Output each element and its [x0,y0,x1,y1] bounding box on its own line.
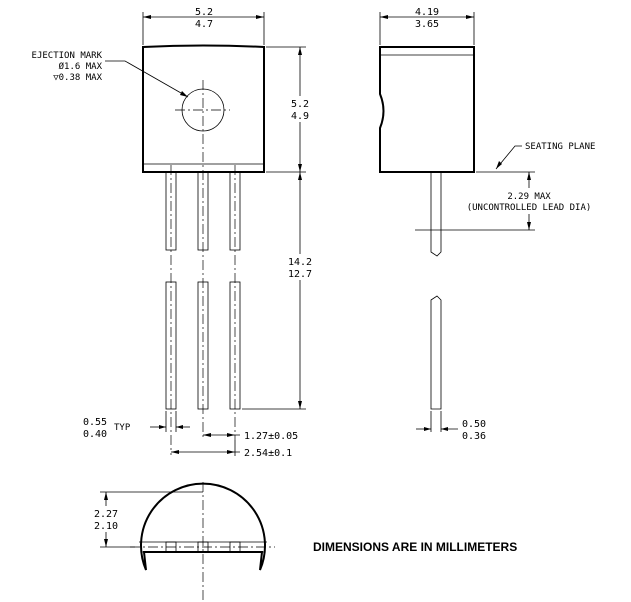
dim-arrow [104,492,108,500]
dim-arrow [298,172,302,180]
dimensions-note: DIMENSIONS ARE IN MILLIMETERS [313,540,517,554]
dim-bottom-height-min: 2.10 [94,521,118,532]
ejection-mark-depth: ▽0.38 MAX [53,73,102,83]
dim-pitch: 1.27±0.05 [244,431,298,442]
dim-arrow [256,15,264,19]
ejection-mark-title: EJECTION MARK [32,51,103,61]
dim-label-mask [284,96,316,122]
dim-arrow [298,401,302,409]
dim-uncontrolled-note: (UNCONTROLLED LEAD DIA) [467,203,592,213]
dim-lead-width-min: 0.40 [83,429,107,440]
dim-bottom-height-max: 2.27 [94,509,118,520]
dim-arrow [527,172,531,180]
dim-arrow [104,539,108,547]
dim-arrow [227,450,235,454]
dim-arrow [424,427,431,431]
dim-lead-thick-max: 0.50 [462,419,486,430]
front-view: 5.2 4.7 5.2 4.9 14.2 12.7 EJECTION MARK … [32,7,316,459]
dim-arrow [380,15,388,19]
side-view: 4.19 3.65 SEATING PLANE 2.29 MAX (UNCONT… [379,7,605,442]
seating-plane-label: SEATING PLANE [525,142,595,152]
side-lead-upper [430,172,442,257]
seating-plane-leader [495,145,522,170]
ejection-leader [105,60,189,98]
dim-label-mask [455,188,605,214]
dim-lead-width-note: TYP [114,423,131,433]
dim-thickness-max: 4.19 [415,7,439,18]
dim-arrow [203,433,211,437]
dim-arrow [441,427,448,431]
dim-arrow [466,15,474,19]
dim-arrow [298,47,302,55]
dim-lead-length-min: 12.7 [288,269,312,280]
dim-span: 2.54±0.1 [244,448,292,459]
dim-body-width-min: 4.7 [195,19,213,30]
front-body-outline [142,44,265,173]
dim-body-width-max: 5.2 [195,7,213,18]
dim-lead-thick-min: 0.36 [462,431,486,442]
dim-thickness-min: 3.65 [415,19,439,30]
dim-arrow [298,164,302,172]
bottom-body-outline [140,482,266,571]
bottom-view: 2.27 2.10 [88,482,275,602]
side-body-outline [379,46,475,173]
dim-arrow [143,15,151,19]
dim-lead-width-max: 0.55 [83,417,107,428]
dim-arrow [159,425,166,429]
dim-arrow [527,222,531,230]
dim-arrow [176,425,183,429]
ejection-mark-diameter: Ø1.6 MAX [59,61,103,72]
dim-arrow [180,91,188,97]
dim-label-mask [284,254,316,280]
dim-uncontrolled-max: 2.29 MAX [507,192,551,202]
dim-label-mask [88,506,124,532]
dim-body-height-min: 4.9 [291,111,309,122]
dim-body-height-max: 5.2 [291,99,309,110]
side-lead-lower [430,295,442,410]
dim-arrow [496,161,502,169]
dim-lead-length-max: 14.2 [288,257,312,268]
dim-arrow [227,433,235,437]
dim-arrow [171,450,179,454]
